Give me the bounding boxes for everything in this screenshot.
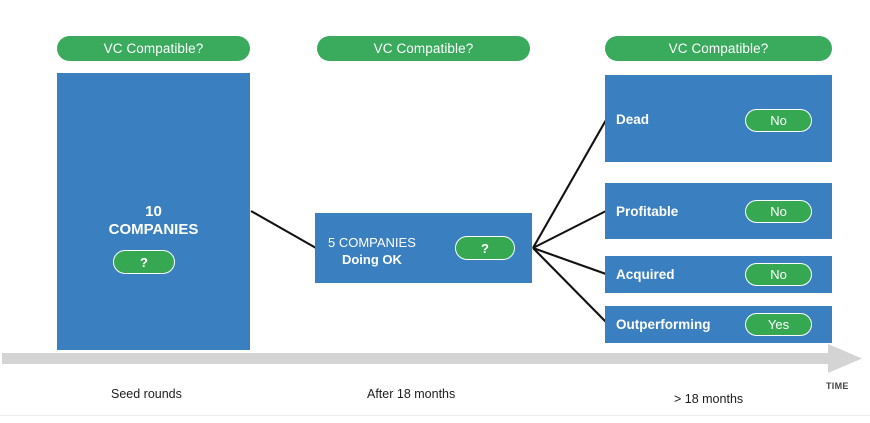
stage1-count-text: 10 COMPANIES	[57, 203, 250, 239]
outcome-answer-label-dead: No	[770, 113, 787, 128]
stage1-count-entity: COMPANIES	[108, 221, 199, 238]
outcome-box-dead: Dead No	[605, 75, 832, 162]
stage2-status-pill-label: ?	[481, 240, 489, 256]
outcome-answer-pill-profitable[interactable]: No	[745, 200, 812, 223]
connector-stage2-to-profitable	[532, 210, 607, 249]
connector-stage2-to-acquired	[532, 247, 607, 275]
outcome-label-dead: Dead	[616, 112, 650, 127]
outcome-answer-pill-dead[interactable]: No	[745, 109, 812, 132]
timeline-label-after-18-months: After 18 months	[367, 387, 456, 401]
timeline-label-beyond-18-months: > 18 months	[674, 392, 744, 406]
outcome-answer-label-acquired: No	[770, 267, 787, 282]
outcome-answer-pill-outperforming[interactable]: Yes	[745, 313, 812, 336]
outcome-box-outperforming: Outperforming Yes	[605, 306, 832, 343]
connector-stage1-to-stage2	[250, 210, 317, 249]
header-pill-stage1-label: VC Compatible?	[103, 41, 204, 56]
header-pill-stage1: VC Compatible?	[57, 36, 250, 61]
outcome-box-profitable: Profitable No	[605, 183, 832, 239]
stage2-box: 5 COMPANIES Doing OK ?	[315, 213, 532, 283]
stage2-status-pill[interactable]: ?	[455, 236, 515, 260]
outcome-label-profitable: Profitable	[616, 204, 679, 219]
stage1-status-pill[interactable]: ?	[113, 250, 175, 274]
outcome-answer-pill-acquired[interactable]: No	[745, 263, 812, 286]
header-pill-stage3-label: VC Compatible?	[668, 41, 769, 56]
outcome-answer-label-outperforming: Yes	[767, 317, 790, 332]
outcome-label-outperforming: Outperforming	[616, 317, 711, 332]
timeline-label-seed-rounds: Seed rounds	[111, 387, 182, 401]
timeline-arrow-icon	[2, 344, 862, 373]
stage1-box: 10 COMPANIES ?	[57, 73, 250, 350]
outcome-answer-label-profitable: No	[770, 204, 787, 219]
outcome-box-acquired: Acquired No	[605, 256, 832, 293]
timeline-axis	[0, 340, 870, 380]
header-pill-stage3: VC Compatible?	[605, 36, 832, 61]
stage2-line1: 5 COMPANIES	[328, 235, 416, 250]
connector-stage2-to-outperforming	[532, 247, 607, 323]
bottom-divider	[0, 415, 870, 416]
header-pill-stage2-label: VC Compatible?	[373, 41, 474, 56]
header-pill-stage2: VC Compatible?	[317, 36, 530, 61]
stage2-text: 5 COMPANIES Doing OK	[328, 234, 416, 268]
timeline-axis-caption: TIME	[826, 381, 849, 391]
outcome-label-acquired: Acquired	[616, 267, 675, 282]
stage2-line2: Doing OK	[341, 252, 402, 267]
connector-stage2-to-dead	[532, 119, 607, 249]
stage1-count-number: 10	[145, 203, 162, 220]
stage1-status-pill-label: ?	[140, 254, 148, 270]
